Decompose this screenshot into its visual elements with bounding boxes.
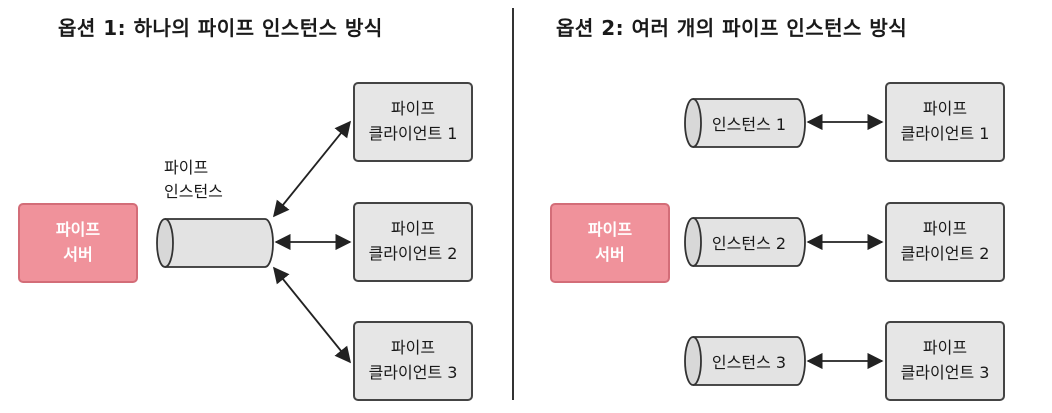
- option1-client-2-line1: 파이프: [390, 219, 436, 239]
- option2-instance-cylinder-2: [684, 217, 806, 267]
- option2-client-1: 파이프 클라이언트 1: [885, 82, 1005, 162]
- option1-client-2: 파이프 클라이언트 2: [353, 202, 473, 282]
- option1-client-3-line2: 클라이언트 3: [368, 363, 458, 382]
- option1-server-line1: 파이프: [55, 220, 101, 240]
- option2-server-line2: 서버: [595, 245, 625, 264]
- option1-client-2-line2: 클라이언트 2: [368, 244, 458, 263]
- option1-client-3-line1: 파이프: [390, 338, 436, 358]
- option2-client-1-line1: 파이프: [922, 99, 968, 119]
- option1-pipe-label-line2: 인스턴스: [164, 182, 223, 201]
- option2-client-1-line2: 클라이언트 1: [900, 124, 990, 143]
- option2-client-3: 파이프 클라이언트 3: [885, 321, 1005, 401]
- option2-server-line1: 파이프: [587, 220, 633, 240]
- option2-client-3-line2: 클라이언트 3: [900, 363, 990, 382]
- option1-client-1-line2: 클라이언트 1: [368, 124, 458, 143]
- panel-divider: [512, 8, 514, 400]
- option2-instance-1-label: 인스턴스 1: [711, 115, 787, 134]
- option2-client-2-line1: 파이프: [922, 219, 968, 239]
- option1-pipe-server: 파이프 서버: [18, 203, 138, 283]
- option1-client-3: 파이프 클라이언트 3: [353, 321, 473, 401]
- option2-pipe-server: 파이프 서버: [550, 203, 670, 283]
- option2-instance-2-label: 인스턴스 2: [711, 234, 787, 253]
- option1-pipe-cylinder: [156, 218, 274, 268]
- option2-instance-cylinder-3: [684, 336, 806, 386]
- option1-arrow-client-3: [272, 266, 352, 364]
- option1-title: 옵션 1: 하나의 파이프 인스턴스 방식: [58, 16, 383, 40]
- option1-client-1: 파이프 클라이언트 1: [353, 82, 473, 162]
- option2-instance-3-label: 인스턴스 3: [711, 353, 787, 372]
- option1-server-line2: 서버: [63, 245, 93, 264]
- option1-pipe-label-line1: 파이프: [164, 158, 209, 177]
- option2-client-3-line1: 파이프: [922, 338, 968, 358]
- option2-client-2-line2: 클라이언트 2: [900, 244, 990, 263]
- option1-pipe-instance-label: 파이프 인스턴스: [164, 156, 223, 204]
- option2-instance-cylinder-1: [684, 98, 806, 148]
- option2-client-2: 파이프 클라이언트 2: [885, 202, 1005, 282]
- option1-client-1-line1: 파이프: [390, 99, 436, 119]
- option1-arrow-client-1: [272, 120, 352, 218]
- option2-title: 옵션 2: 여러 개의 파이프 인스턴스 방식: [556, 16, 908, 40]
